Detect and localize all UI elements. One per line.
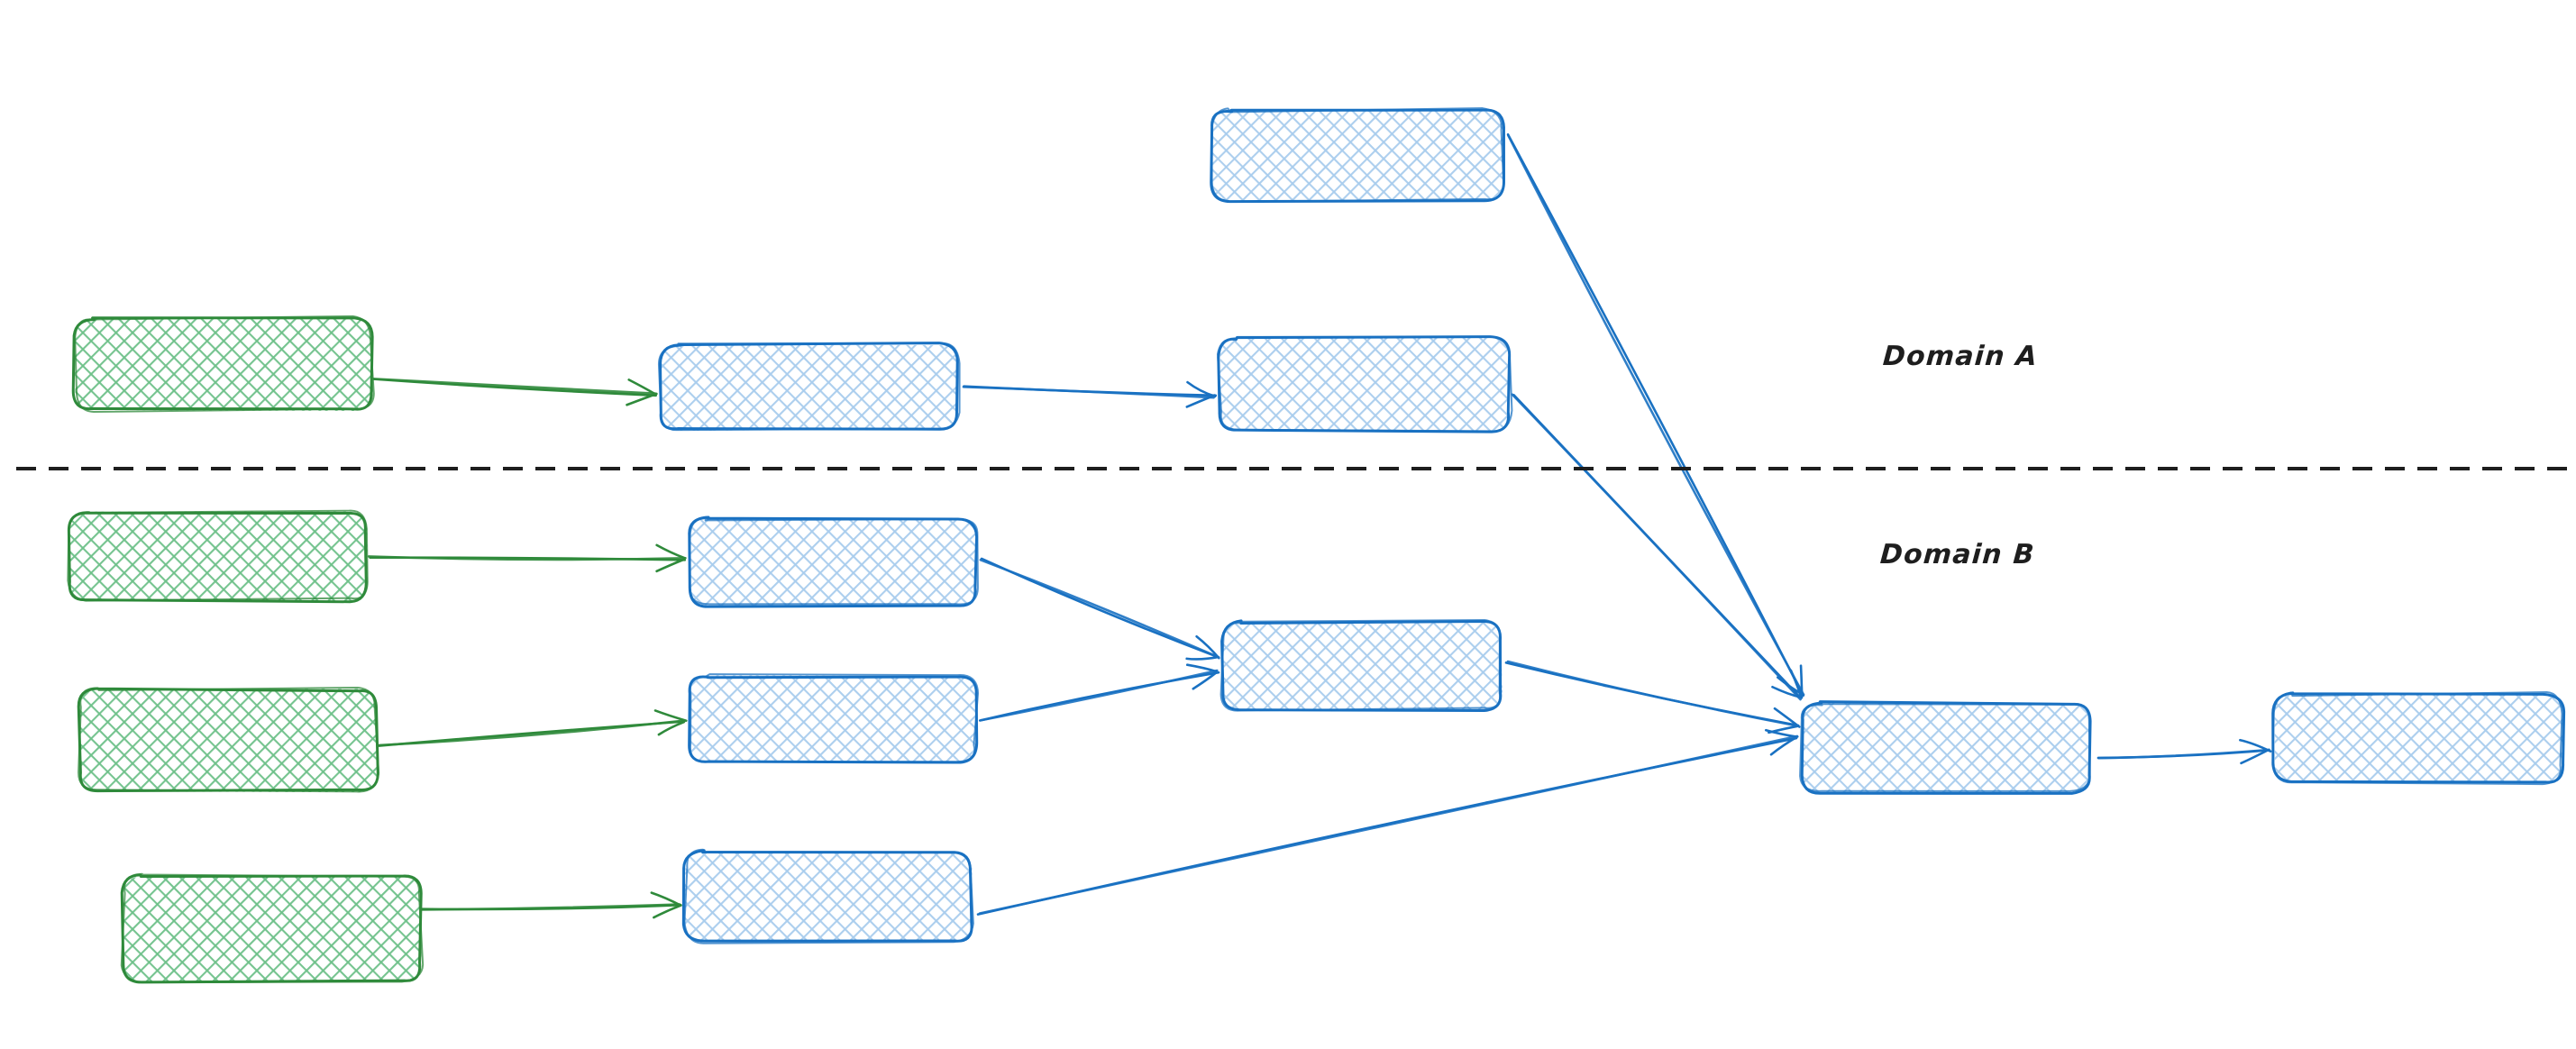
node-b8[interactable] [1799,700,2092,795]
label-domain-b: Domain B [1878,539,2036,570]
edge-b5-to-b7 [978,663,1220,722]
edge-g1-to-b1 [370,378,658,406]
edge-g2-to-b4 [367,543,687,573]
node-b5[interactable] [688,673,980,764]
edge-b3-to-b8 [1511,393,1804,701]
edge-b7-to-b8 [1504,660,1801,734]
edge-layer [367,132,2272,919]
node-g1[interactable] [71,315,375,414]
edge-b4-to-b7 [979,557,1220,661]
edge-g3-to-b5 [378,709,688,747]
edge-b6-to-b8 [976,728,1799,916]
node-b7[interactable] [1219,619,1503,712]
node-b2[interactable] [1210,107,1505,204]
node-g3[interactable] [77,687,380,793]
edge-b1-to-b3 [962,380,1218,408]
node-layer [67,107,2566,984]
node-g4[interactable] [120,872,425,984]
label-domain-a: Domain A [1881,341,2040,372]
node-b9[interactable] [2271,691,2566,786]
node-b1[interactable] [657,342,961,432]
edge-b2-to-b8 [1506,132,1805,698]
node-b6[interactable] [681,848,974,944]
edge-b8-to-b9 [2096,738,2272,765]
node-g2[interactable] [67,509,369,604]
edge-g4-to-b6 [419,891,682,919]
node-b4[interactable] [688,515,979,608]
node-b3[interactable] [1216,335,1513,433]
